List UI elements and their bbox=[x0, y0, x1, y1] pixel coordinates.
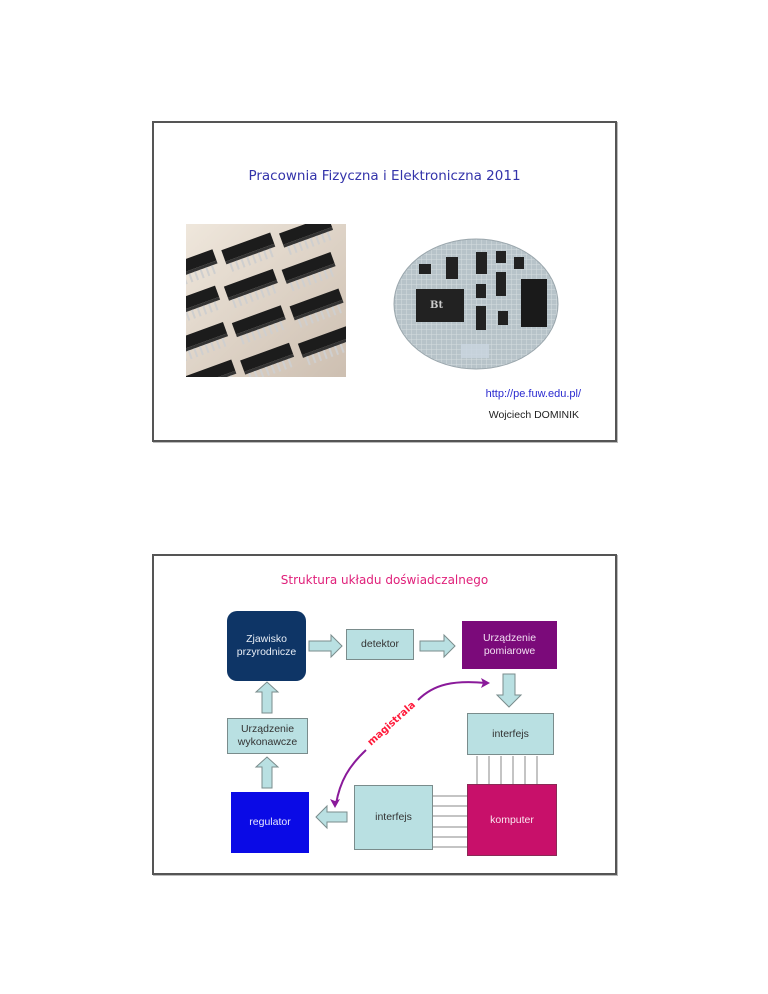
bus-label: magistrala bbox=[366, 700, 418, 749]
block-regulator: regulator bbox=[231, 792, 309, 853]
arrow-down-icon bbox=[495, 673, 523, 708]
dip-chips-photo bbox=[186, 224, 346, 377]
bus-wires-vertical bbox=[476, 756, 538, 784]
title-slide: Pracownia Fizyczna i Elektroniczna 2011 bbox=[152, 121, 617, 442]
arrow-left-icon bbox=[315, 804, 348, 830]
author-name: Wojciech DOMINIK bbox=[488, 409, 579, 421]
block-interface-top: interfejs bbox=[467, 713, 554, 755]
arrow-right-icon bbox=[308, 633, 343, 659]
bus-arrowhead-icon bbox=[330, 799, 340, 808]
bus-arrowhead-icon bbox=[481, 678, 490, 688]
diagram-connectors: magistrala bbox=[254, 633, 538, 848]
bus-wires-horizontal bbox=[433, 795, 467, 848]
block-computer: komputer bbox=[467, 784, 557, 856]
slide-title: Pracownia Fizyczna i Elektroniczna 2011 bbox=[248, 168, 521, 184]
website-link[interactable]: http://pe.fuw.edu.pl/ bbox=[485, 388, 581, 400]
block-detector: detektor bbox=[346, 629, 414, 660]
wafer-photo: Bt bbox=[386, 224, 561, 377]
block-interface-bottom: interfejs bbox=[354, 785, 433, 850]
bus-curve bbox=[335, 681, 487, 805]
arrow-up-icon bbox=[254, 681, 280, 714]
slide-title: Struktura układu doświadczalnego bbox=[280, 573, 489, 587]
arrow-up-icon bbox=[254, 756, 280, 789]
diagram-slide: Struktura układu doświadczalnego bbox=[152, 554, 617, 875]
arrow-right-icon bbox=[419, 633, 456, 659]
svg-text:Bt: Bt bbox=[430, 300, 443, 311]
